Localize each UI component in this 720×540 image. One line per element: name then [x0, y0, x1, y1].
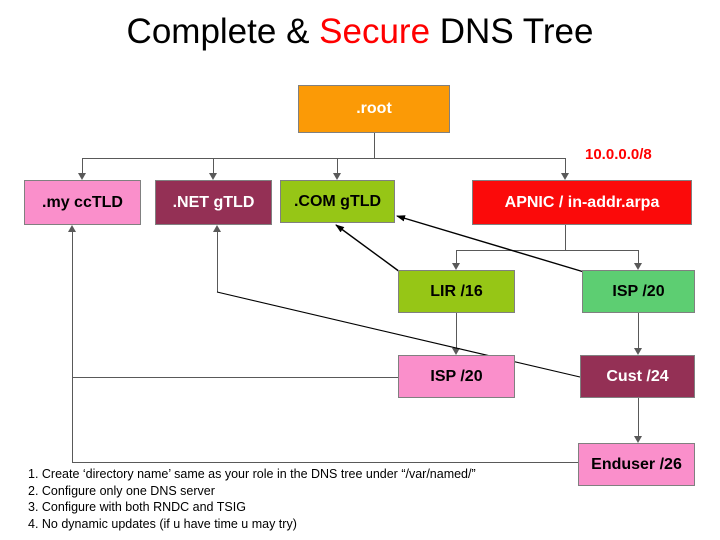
connector-lir16-to-isp20b	[456, 313, 457, 348]
node-apnic[interactable]: APNIC / in-addr.arpa	[472, 180, 692, 225]
instruction-item-1: 1. Create ‘directory name’ same as your …	[28, 467, 476, 481]
connector-isp20b-to-ccTLD	[72, 377, 398, 378]
arrowhead-isp20a	[634, 263, 642, 270]
arrowhead-lir16	[452, 263, 460, 270]
node-isp-20-pink-label: ISP /20	[430, 367, 483, 385]
node-net-gtld-label: .NET gTLD	[172, 193, 255, 211]
node-my-cctld-label: .my ccTLD	[42, 193, 123, 211]
title-text-before: Complete &	[126, 12, 320, 51]
node-root[interactable]: .root	[298, 85, 450, 133]
node-my-cctld[interactable]: .my ccTLD	[24, 180, 141, 225]
node-lir-16-label: LIR /16	[430, 282, 483, 300]
arrowhead-netgtld	[209, 173, 217, 180]
connector-drop-ccTLD	[82, 158, 83, 173]
title-text-after: DNS Tree	[430, 12, 594, 51]
node-net-gtld[interactable]: .NET gTLD	[155, 180, 272, 225]
arrowhead-enduser	[634, 436, 642, 443]
connector-riser-netgtld-seg	[217, 232, 218, 292]
connector-drop-isp20a	[638, 250, 639, 263]
connector-enduser-to-ccTLD	[72, 462, 578, 463]
arrowhead-isp20b	[452, 348, 460, 355]
connector-riser-ccTLD	[72, 232, 73, 462]
connector-isp20a-to-cust24	[638, 313, 639, 348]
instruction-list: 1. Create ‘directory name’ same as your …	[28, 466, 588, 532]
connector-drop-apnic	[565, 158, 566, 173]
connector-root-stem	[374, 133, 375, 158]
title-text-accent: Secure	[319, 12, 431, 51]
connector-drop-netgtld	[213, 158, 214, 173]
connector-root-bus	[82, 158, 566, 159]
node-lir-16[interactable]: LIR /16	[398, 270, 515, 313]
node-enduser-26[interactable]: Enduser /26	[578, 443, 695, 486]
node-enduser-26-label: Enduser /26	[591, 455, 682, 473]
instruction-item-4: 4. No dynamic updates (if u have time u …	[28, 516, 297, 531]
node-com-gtld-label: .COM gTLD	[293, 192, 382, 210]
connector-apnic-bus	[456, 250, 638, 251]
instruction-item-3: 3. Configure with both RNDC and TSIG	[28, 500, 246, 514]
page-title: Complete & Secure DNS Tree	[0, 12, 720, 52]
arrowhead-netgtld-delegation	[213, 225, 221, 232]
node-root-label: .root	[356, 100, 392, 118]
node-com-gtld[interactable]: .COM gTLD	[280, 180, 395, 223]
node-isp-20-green[interactable]: ISP /20	[582, 270, 695, 313]
arrowhead-cust24	[634, 348, 642, 355]
node-cust-24[interactable]: Cust /24	[580, 355, 695, 398]
node-cust-24-label: Cust /24	[606, 367, 669, 385]
arrowhead-apnic	[561, 173, 569, 180]
arrowhead-comgtld	[333, 173, 341, 180]
node-isp-20-pink[interactable]: ISP /20	[398, 355, 515, 398]
instruction-item-2: 2. Configure only one DNS server	[28, 483, 215, 498]
node-apnic-label: APNIC / in-addr.arpa	[504, 193, 660, 211]
connector-apnic-stem	[565, 225, 566, 250]
node-isp-20-green-label: ISP /20	[612, 282, 665, 300]
connector-drop-lir16	[456, 250, 457, 263]
arrowhead-ccTLD	[78, 173, 86, 180]
connector-drop-comgtld	[337, 158, 338, 173]
arrowhead-ccTLD-delegation	[68, 225, 76, 232]
label-address-prefix: 10.0.0.0/8	[585, 146, 652, 163]
connector-lir16-to-comgtld	[335, 224, 401, 273]
connector-cust24-to-enduser	[638, 398, 639, 436]
